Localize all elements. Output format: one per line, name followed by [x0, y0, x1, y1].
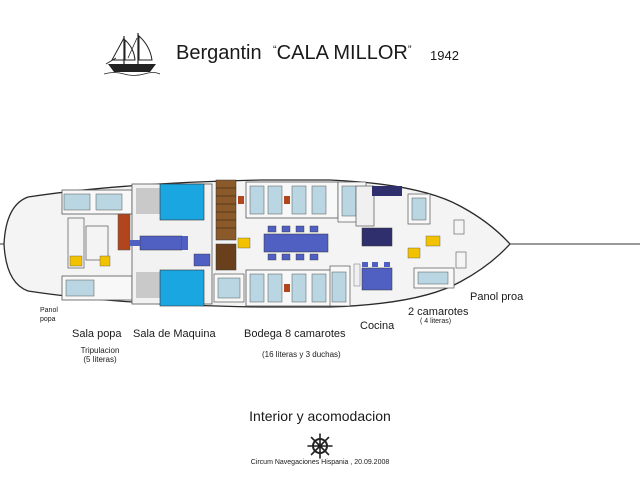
ladder-marker	[69, 255, 83, 267]
label-camarotes: 2 camarotes	[408, 306, 469, 318]
label-camarotes-detail: ( 4 literas)	[420, 318, 452, 325]
tripulacion-text: Tripulacion	[80, 346, 120, 355]
stair-block	[215, 179, 251, 271]
deck-plan-diagram	[0, 179, 640, 308]
guest-cabins	[213, 181, 367, 307]
forward-cabins	[407, 193, 467, 289]
vessel-name-text: CALA MILLOR	[276, 42, 408, 64]
label-bodega-detail: (16 literas y 3 duchas)	[262, 350, 341, 359]
bunk	[63, 193, 91, 211]
label-panol-popa: Panol popa	[40, 306, 62, 324]
tripulacion-detail: (5 literas)	[83, 355, 117, 364]
sailing-ship-icon	[104, 33, 160, 76]
caption-title: Interior y acomodacion	[249, 408, 391, 424]
engine-room	[130, 183, 213, 307]
vessel-type-label: Bergantin	[176, 42, 262, 64]
label-sala-maquina: Sala de Maquina	[133, 328, 216, 340]
label-panol-proa: Panol proa	[470, 291, 524, 303]
engine-tank	[159, 269, 205, 307]
engine-tank	[159, 183, 205, 221]
bunk	[65, 279, 95, 297]
label-bodega: Bodega 8 camarotes	[244, 328, 346, 340]
label-cocina: Cocina	[360, 320, 395, 332]
ladder-marker	[99, 255, 111, 267]
vessel-year-label: 1942	[430, 48, 459, 63]
saloon-table	[263, 225, 329, 261]
ship-wheel-icon	[307, 433, 333, 459]
bunk	[95, 193, 123, 211]
panol-popa-text: Panol popa	[40, 307, 58, 323]
label-sala-popa: Sala popa	[72, 328, 122, 340]
label-tripulacion: Tripulacion (5 literas)	[72, 346, 128, 364]
credit-line: Circum Navegaciones Hispania , 20.09.200…	[250, 459, 390, 466]
engine-block	[139, 235, 183, 251]
vessel-name-label: “CALA MILLOR”	[273, 42, 412, 64]
hatch	[117, 213, 131, 251]
galley	[353, 185, 402, 291]
